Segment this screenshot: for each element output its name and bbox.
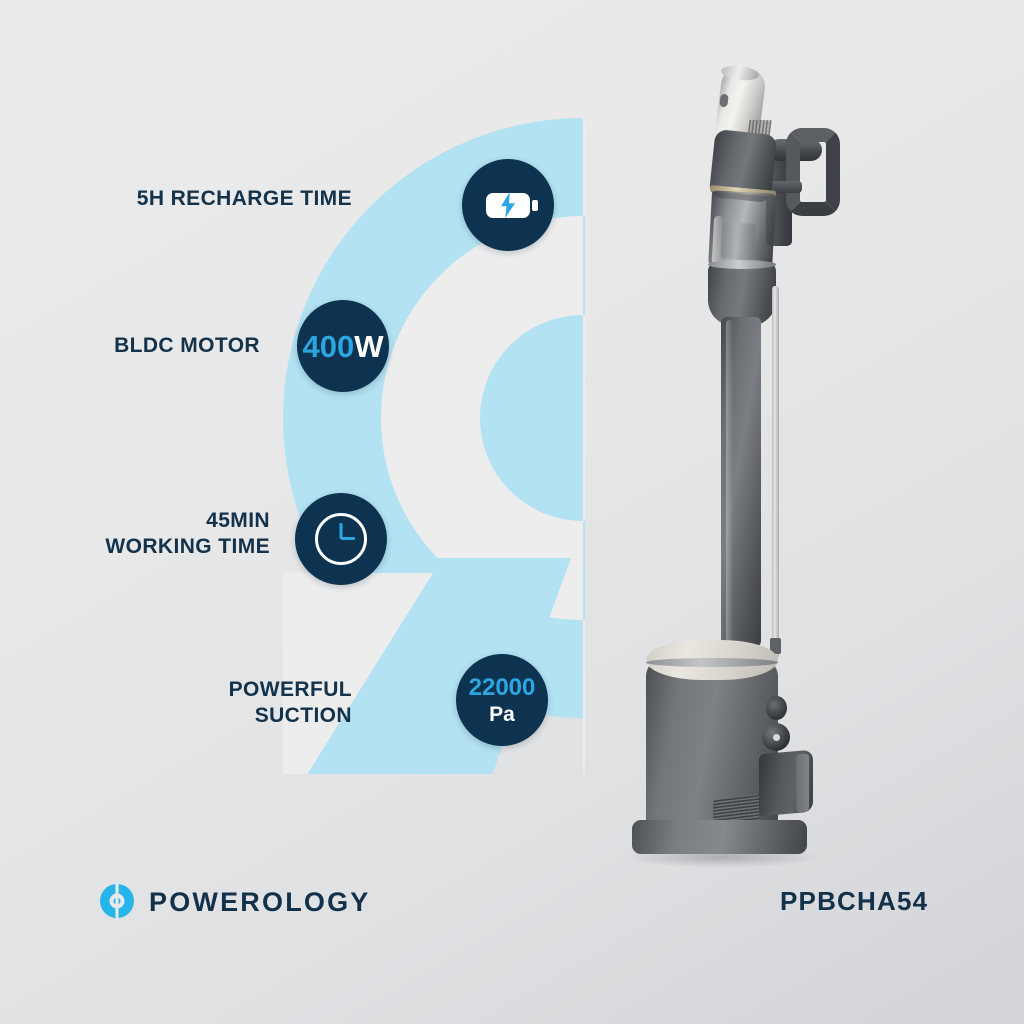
accessory-holder-highlight <box>796 753 809 813</box>
base-plate <box>632 820 807 854</box>
product-image-cordless-vacuum <box>600 40 900 868</box>
badge-value-watts: 400 <box>302 328 355 364</box>
brand-wordmark: POWEROLOGY <box>149 886 371 917</box>
feature-badge-bldc-motor: 400 W <box>297 300 389 392</box>
powerology-p-mark-icon <box>100 884 134 920</box>
stand-pole <box>772 286 779 658</box>
feature-badge-recharge-time <box>462 159 554 251</box>
dock-top-rim <box>646 658 778 667</box>
dust-cup-filter <box>720 222 756 260</box>
clock-icon <box>315 513 367 565</box>
feature-label-powerful-suction: POWERFUL SUCTION <box>228 678 352 728</box>
watermark-inv-band-top <box>583 118 585 238</box>
stand-pole-foot <box>770 638 781 654</box>
badge-value-pascal: 22000 <box>468 673 536 701</box>
brand-logo: POWEROLOGY <box>98 882 371 922</box>
watermark-stem-cut <box>283 573 433 774</box>
wand-collar-rim <box>708 260 776 269</box>
badge-unit-watts: W <box>354 328 384 364</box>
watermark-ring-hole <box>381 216 585 620</box>
dock-wheel-hub <box>773 734 780 741</box>
feature-badge-powerful-suction: 22000 Pa <box>456 654 548 746</box>
watermark-inverted-half <box>583 118 585 774</box>
watermark-inv-dot <box>583 315 585 521</box>
feature-label-recharge-time: 5H RECHARGE TIME <box>136 187 352 210</box>
extension-wand-highlight <box>726 320 733 642</box>
watermark-inner-dot <box>480 315 585 521</box>
extension-wand <box>721 317 761 647</box>
product-sku: PPBCHA54 <box>780 886 929 916</box>
power-trigger <box>768 181 802 193</box>
watermark-inv-band-bot <box>583 658 585 774</box>
lightning-bolt-icon <box>501 192 515 218</box>
badge-unit-pascal: Pa <box>489 702 515 726</box>
feature-label-working-time: 45MIN WORKING TIME <box>105 509 270 559</box>
battery-terminal <box>532 199 538 211</box>
watermark-inv-ring <box>583 118 585 718</box>
feature-label-bldc-motor: BLDC MOTOR <box>114 334 260 357</box>
wand-collar <box>708 262 776 326</box>
dock-wheel-upper <box>766 696 787 720</box>
clock-hour-hand <box>341 537 355 540</box>
feature-badge-working-time <box>295 493 387 585</box>
watermark-inv-ring-hole <box>583 216 585 620</box>
clock-minute-hand <box>339 523 343 539</box>
battery-charging-icon <box>486 192 538 218</box>
d-loop-handle <box>786 128 840 216</box>
